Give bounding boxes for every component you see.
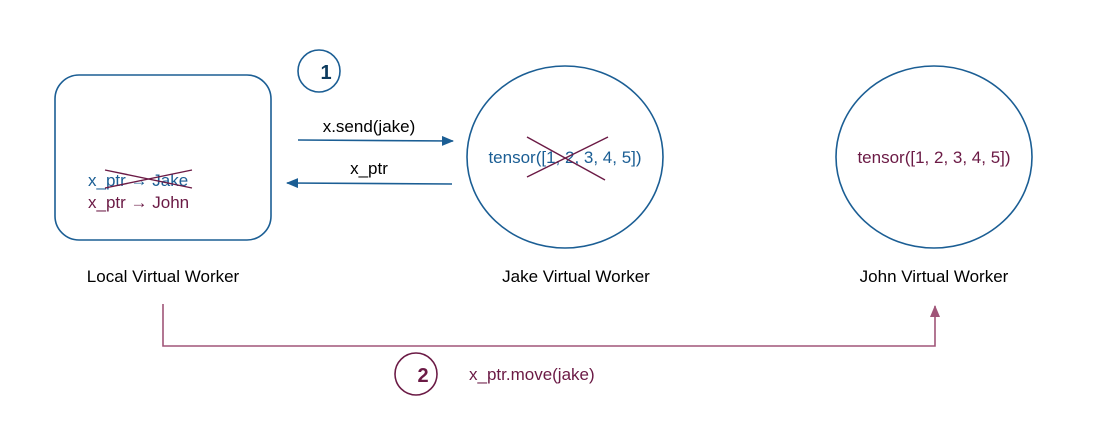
jake-worker: tensor([1, 2, 3, 4, 5]) Jake Virtual Wor…	[466, 65, 664, 286]
new-pointer-text: x_ptr → John	[88, 193, 189, 212]
local-worker-box	[54, 74, 272, 241]
send-label: x.send(jake)	[323, 117, 416, 136]
john-worker-circle	[835, 65, 1033, 249]
return-label: x_ptr	[350, 159, 388, 178]
local-worker: x_ptr → Jake x_ptr → John Local Virtual …	[54, 74, 272, 286]
jake-worker-name: Jake Virtual Worker	[502, 267, 650, 286]
jake-worker-circle	[466, 65, 664, 249]
step-1-badge: 1	[297, 49, 341, 93]
step-2-number: 2	[417, 365, 428, 387]
john-worker-name: John Virtual Worker	[860, 267, 1009, 286]
john-worker: tensor([1, 2, 3, 4, 5]) John Virtual Wor…	[835, 65, 1033, 286]
local-worker-name: Local Virtual Worker	[87, 267, 240, 286]
jake-tensor-cross-icon	[526, 136, 609, 181]
send-arrow: x.send(jake)	[297, 117, 454, 146]
step-2-badge: 2	[394, 352, 438, 396]
move-label: x_ptr.move(jake)	[469, 365, 595, 384]
old-pointer-cross-icon	[104, 169, 193, 189]
john-tensor-text: tensor([1, 2, 3, 4, 5])	[857, 148, 1010, 167]
step-1-number: 1	[320, 62, 331, 84]
return-pointer-arrow: x_ptr	[286, 159, 453, 189]
move-connector	[162, 304, 940, 347]
